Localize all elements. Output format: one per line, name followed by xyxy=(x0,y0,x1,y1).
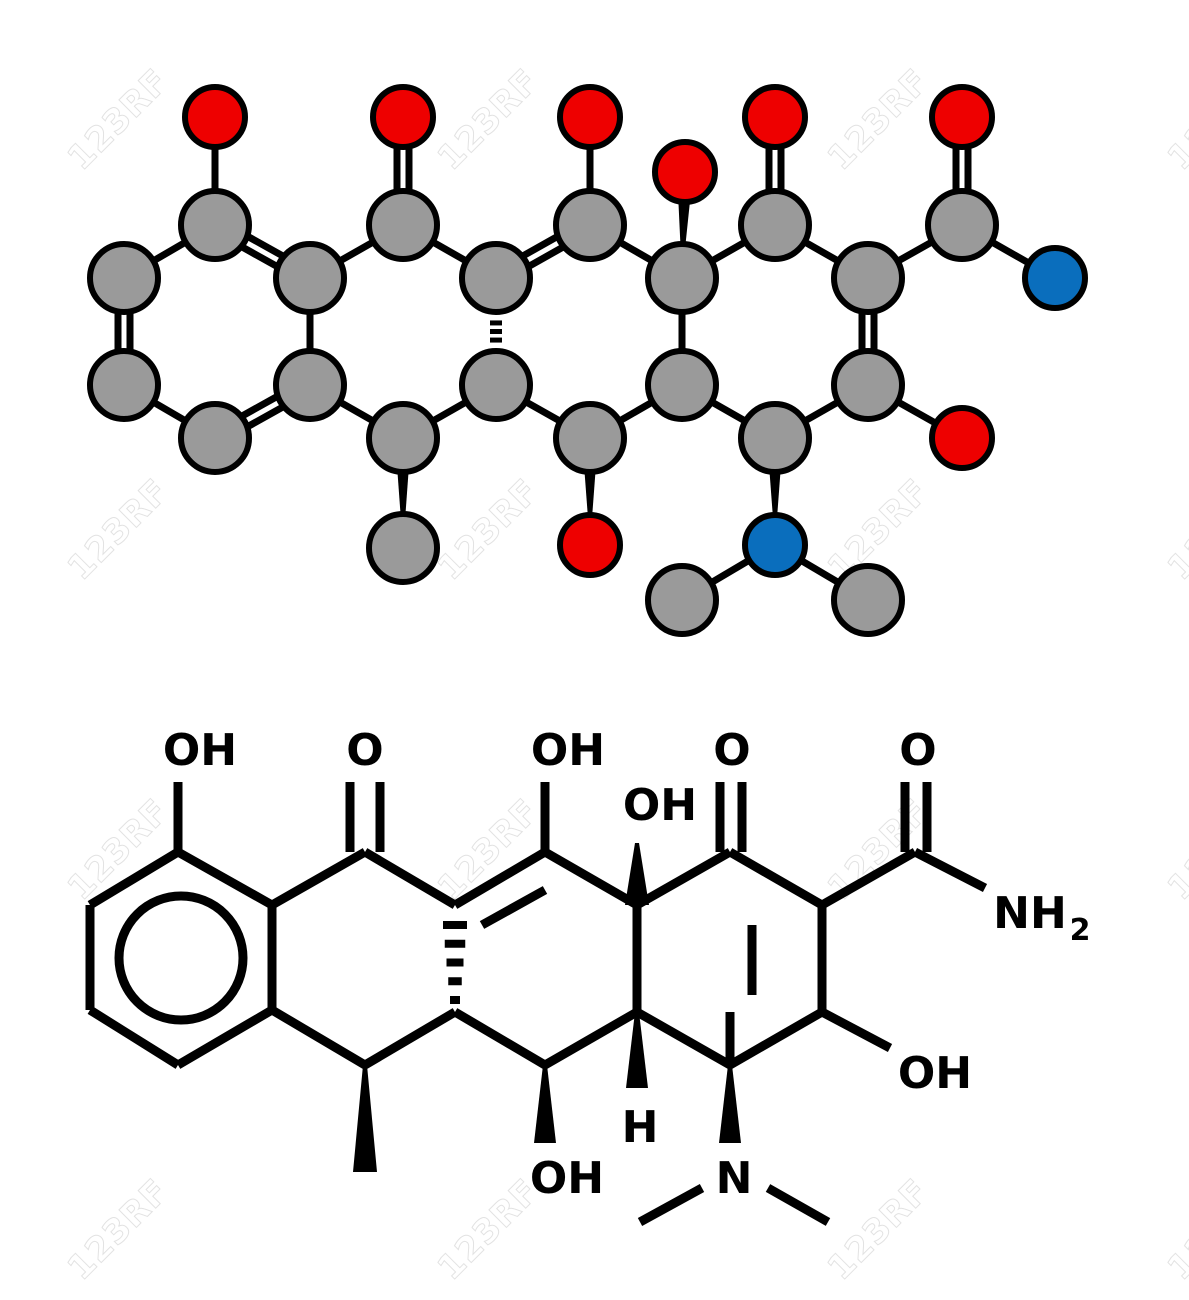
carbon-atom xyxy=(178,188,252,262)
oxygen-atom xyxy=(652,139,718,205)
skeletal-bonds xyxy=(85,782,988,1226)
carbon-atom xyxy=(553,188,627,262)
skeletal-bond xyxy=(269,1006,368,1069)
wedge-bond xyxy=(625,843,649,905)
skeletal-bond xyxy=(362,1008,458,1069)
skeletal-bond xyxy=(87,848,181,909)
carbon-atom xyxy=(831,563,905,637)
wedge-bond xyxy=(626,1012,648,1088)
carbon-atom xyxy=(178,401,252,475)
oxygen-atom xyxy=(929,84,995,150)
carbon-atom xyxy=(738,401,812,475)
nitrogen-atom xyxy=(1022,245,1088,311)
atom-group xyxy=(87,84,1088,637)
hash-bond-segment xyxy=(444,939,466,948)
skeletal-bond xyxy=(727,1008,825,1069)
skeletal-bond xyxy=(87,1006,181,1069)
carbon-atom xyxy=(738,188,812,262)
nitrogen-atom xyxy=(742,512,808,578)
skeletal-bond xyxy=(175,1006,275,1069)
carbon-atom xyxy=(273,241,347,315)
hash-bond-segment xyxy=(443,921,467,929)
carbon-atom xyxy=(831,241,905,315)
oxygen-atom xyxy=(182,84,248,150)
hash-bond-segment xyxy=(450,996,460,1004)
carbon-atom xyxy=(366,401,440,475)
atom-label-hydroxyl: OH xyxy=(163,725,237,776)
hash-bond-segment xyxy=(448,977,462,986)
skeletal-bond xyxy=(634,1008,733,1069)
skeletal-bond xyxy=(637,1184,705,1226)
atom-label-dimethylamine-nitrogen: N xyxy=(716,1153,753,1204)
atom-label-ketone-oxygen: O xyxy=(713,725,750,776)
carbon-atom xyxy=(645,241,719,315)
atom-label-hydroxyl: OH xyxy=(531,725,605,776)
skeletal-bond xyxy=(727,848,825,909)
carbon-atom xyxy=(459,348,533,422)
carbon-atom xyxy=(366,188,440,262)
wedge-bond xyxy=(353,1065,377,1172)
skeletal-bond xyxy=(912,847,988,893)
skeletal-bond xyxy=(452,1008,548,1069)
carbon-atom xyxy=(645,348,719,422)
skeletal-bond xyxy=(269,848,368,909)
carbon-atom xyxy=(925,188,999,262)
skeletal-bond xyxy=(634,848,733,909)
skeletal-bond xyxy=(362,848,458,909)
atom-label-hydroxyl: OH xyxy=(530,1153,604,1204)
carbon-atom xyxy=(366,511,440,585)
carbon-atom xyxy=(831,348,905,422)
wedge-bond xyxy=(534,1065,556,1143)
skeletal-bond xyxy=(765,1184,831,1226)
carbon-atom xyxy=(553,401,627,475)
carbon-atom xyxy=(87,241,161,315)
wedge-bond xyxy=(719,1065,741,1143)
atom-label-ketone-oxygen: O xyxy=(346,725,383,776)
skeletal-bond xyxy=(542,848,640,909)
oxygen-atom xyxy=(370,84,436,150)
atom-label-hydrogen: H xyxy=(622,1102,659,1153)
aromatic-ring-circle xyxy=(114,891,248,1025)
skeletal-bond xyxy=(819,1008,893,1052)
skeletal-bond xyxy=(175,848,275,909)
atom-label-amide-nitrogen: NH xyxy=(993,888,1067,939)
inner-double-bond xyxy=(479,886,548,929)
atom-label-subscript: 2 xyxy=(1070,913,1091,948)
carbon-atom xyxy=(459,241,533,315)
atom-label-hydroxyl: OH xyxy=(623,780,697,831)
oxygen-atom xyxy=(742,84,808,150)
skeletal-bond xyxy=(542,1008,640,1069)
skeletal-bond xyxy=(819,848,918,909)
skeletal-bond xyxy=(452,848,548,909)
hash-bond-segment xyxy=(446,958,464,967)
atom-label-amide-oxygen: O xyxy=(899,725,936,776)
atom-label-hydroxyl: OH xyxy=(898,1048,972,1099)
carbon-atom xyxy=(645,563,719,637)
oxygen-atom xyxy=(557,84,623,150)
carbon-atom xyxy=(273,348,347,422)
carbon-atom xyxy=(87,348,161,422)
oxygen-atom xyxy=(557,512,623,578)
oxygen-atom xyxy=(929,405,995,471)
